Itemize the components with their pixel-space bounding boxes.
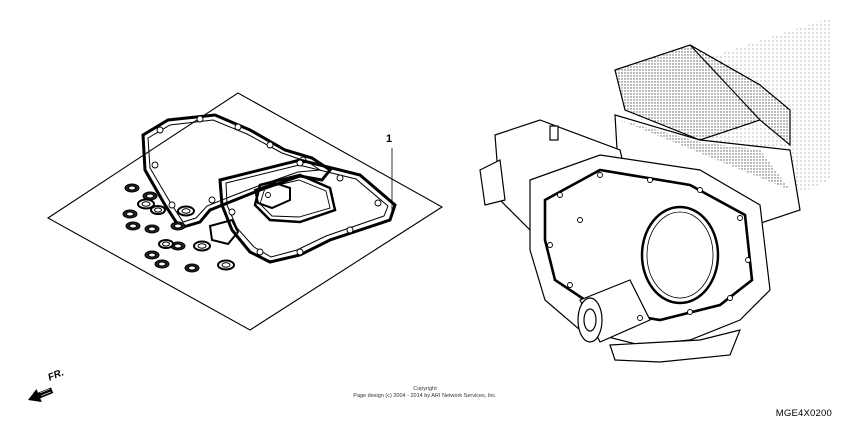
part-callout-number: 1 bbox=[386, 133, 393, 145]
o-ring bbox=[217, 259, 235, 271]
o-ring bbox=[158, 239, 174, 249]
o-ring bbox=[184, 263, 200, 273]
o-ring bbox=[125, 221, 141, 231]
engine-o-ring bbox=[640, 205, 720, 305]
o-ring bbox=[137, 198, 155, 210]
o-ring bbox=[150, 205, 166, 215]
engine-illustration bbox=[479, 18, 830, 363]
o-ring bbox=[154, 259, 170, 269]
o-ring bbox=[144, 224, 160, 234]
o-ring bbox=[124, 183, 140, 193]
o-ring bbox=[170, 241, 186, 251]
copyright-title: Copyright bbox=[413, 386, 437, 392]
o-ring-set bbox=[122, 183, 235, 273]
o-ring bbox=[177, 205, 195, 217]
copyright-notice: Copyright Page design (c) 2004 - 2014 by… bbox=[280, 386, 570, 400]
gasket-kit-board bbox=[46, 92, 444, 331]
diagram-code: MGE4X0200 bbox=[775, 408, 832, 419]
small-cover-gasket bbox=[208, 181, 291, 246]
o-ring bbox=[144, 250, 160, 260]
copyright-text: Page design (c) 2004 - 2014 by ARI Netwo… bbox=[353, 393, 497, 399]
oil-filter bbox=[577, 279, 651, 343]
front-direction-arrow-icon bbox=[28, 387, 54, 402]
oil-pan-gasket bbox=[218, 158, 397, 264]
o-ring bbox=[193, 240, 211, 252]
o-ring bbox=[170, 221, 186, 231]
o-ring bbox=[142, 191, 158, 201]
o-ring bbox=[122, 209, 138, 219]
